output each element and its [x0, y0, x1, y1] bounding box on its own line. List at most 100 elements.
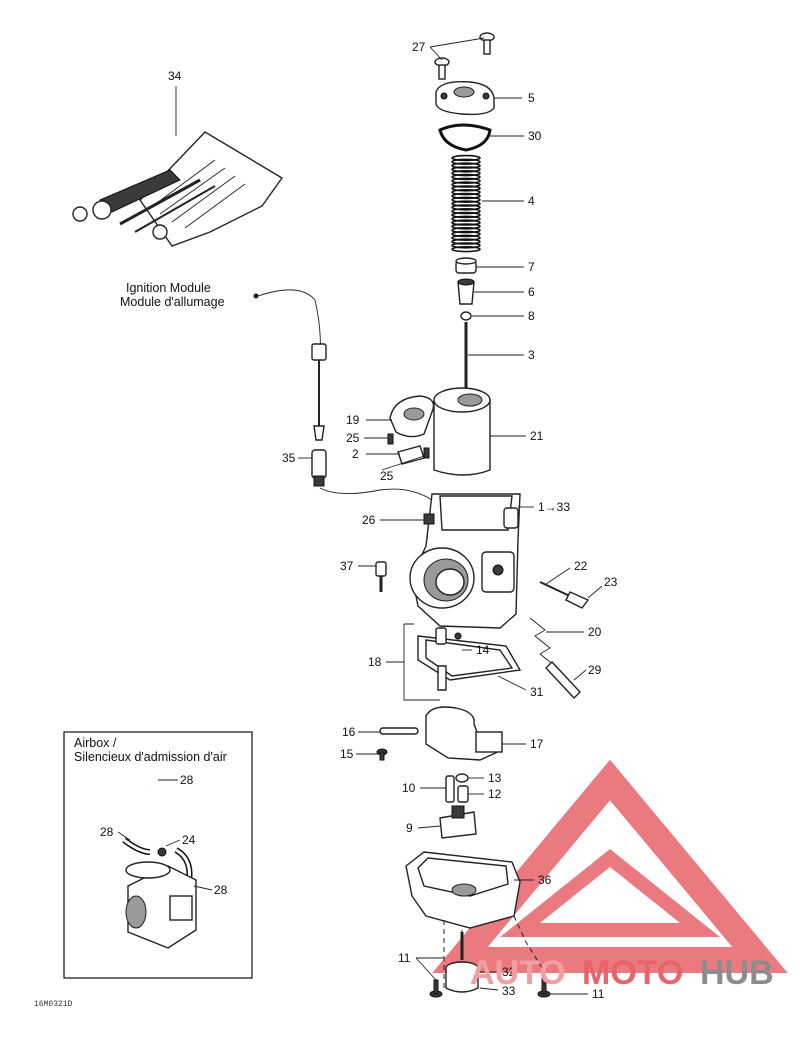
spring-4: [451, 154, 481, 253]
callout-1-33: 1→33: [538, 500, 570, 514]
plunger-35: [311, 449, 433, 501]
spring-coil: [451, 177, 481, 185]
carburetor-body: [409, 493, 521, 629]
spring-coil: [451, 227, 481, 234]
fitting-26: [423, 513, 435, 525]
captions: Ignition Module Module d'allumage Airbox…: [34, 281, 227, 1009]
callout-11-left: 11: [398, 951, 411, 965]
washer-13: [455, 773, 469, 783]
callout-35: 35: [282, 451, 296, 465]
spring-coil: [451, 211, 481, 219]
spring-coil: [451, 223, 481, 230]
callout-12: 12: [488, 787, 502, 801]
callout-14: 14: [476, 643, 490, 657]
callout-4: 4: [528, 194, 535, 208]
jet-37: [375, 561, 387, 592]
spring-coil: [451, 234, 481, 242]
callout-26: 26: [362, 513, 376, 527]
throttle-slide-21: [433, 387, 491, 476]
drain-plug-32-33: [445, 932, 479, 993]
wordmark-moto: MOTO: [582, 954, 683, 992]
callout-8: 8: [528, 309, 535, 323]
wordmark-hub: HUB: [700, 954, 774, 992]
spring-coil: [451, 196, 481, 204]
jet-holder-9: [439, 805, 477, 839]
callout-9: 9: [406, 821, 413, 835]
callout-31: 31: [530, 685, 544, 699]
wordmark-auto: AUTO: [470, 954, 566, 992]
spring-coil: [451, 154, 481, 162]
jet-12: [457, 785, 469, 803]
spring-coil: [451, 170, 481, 177]
float-17: [425, 706, 503, 761]
screw-11-right: [537, 977, 551, 998]
callout-36: 36: [538, 873, 552, 887]
callout-28-top: 28: [180, 773, 194, 787]
callout-30: 30: [528, 129, 542, 143]
callout-13: 13: [488, 771, 502, 785]
callout-25-upper: 25: [346, 431, 360, 445]
automotohub-wordmark: AUTO MOTO HUB: [470, 954, 774, 992]
needle-clip-6: [457, 278, 475, 305]
spring-coil: [451, 166, 481, 173]
callout-29: 29: [588, 663, 602, 677]
spring-coil: [451, 246, 481, 253]
spring-coil: [451, 158, 481, 166]
spring-coil: [451, 242, 481, 249]
spring-coil: [451, 162, 481, 169]
callout-21: 21: [530, 429, 544, 443]
reference-code: 16M0321D: [34, 1000, 73, 1009]
callout-33: 33: [502, 984, 516, 998]
callout-6: 6: [528, 285, 535, 299]
spring-coil: [451, 200, 481, 207]
screw-22-23: [539, 581, 590, 609]
callout-34: 34: [168, 69, 182, 83]
ignition-wire: [253, 289, 327, 441]
spring-coil: [451, 185, 481, 192]
callout-7: 7: [528, 260, 535, 274]
screw-25-left: [387, 433, 394, 445]
callout-25-lower: 25: [380, 469, 394, 483]
clip-8: [460, 311, 472, 321]
callout-19: 19: [346, 413, 360, 427]
pin-16: [379, 727, 419, 735]
airbox-caption-fr: Silencieux d'admission d'air: [74, 750, 227, 764]
callout-28-right: 28: [214, 883, 228, 897]
spring-coil: [451, 181, 481, 188]
airbox-inset: [63, 731, 253, 979]
spring-coil: [451, 219, 481, 226]
callout-20: 20: [588, 625, 602, 639]
automotohub-logo: [432, 759, 788, 973]
spring-coil: [451, 208, 481, 215]
spring-coil: [451, 204, 481, 211]
screw-27-upper: [479, 32, 495, 55]
callout-labels: 27 5 30 4 7 6 8 3 34 19 21 25 2 25 35 1→…: [100, 40, 618, 1001]
callout-5: 5: [528, 91, 535, 105]
screw-11-left: [429, 979, 443, 998]
callout-10: 10: [402, 781, 416, 795]
spring-coil: [451, 173, 481, 181]
callout-16: 16: [342, 725, 356, 739]
ignition-module-caption: Ignition Module: [126, 281, 211, 295]
spring-coil: [451, 238, 481, 245]
callout-28-left: 28: [100, 825, 114, 839]
spring-20-29: [529, 617, 581, 700]
callout-24: 24: [182, 833, 196, 847]
o-ring-30: [438, 123, 492, 152]
callout-37: 37: [340, 559, 354, 573]
spring-coil: [451, 215, 481, 223]
callout-11-right: 11: [592, 987, 605, 1001]
jet-10: [445, 775, 455, 803]
spring-coil: [451, 189, 481, 196]
float-gasket-31: [417, 627, 522, 691]
plate-2: [397, 445, 425, 465]
callout-22: 22: [574, 559, 588, 573]
bracket-18: [403, 623, 440, 701]
spring-coil: [451, 192, 481, 200]
screw-27-lower: [434, 57, 450, 80]
float-bowl-36: [405, 851, 521, 929]
leader-lines: [117, 37, 603, 995]
callout-27: 27: [412, 40, 426, 54]
retainer-7: [455, 257, 477, 274]
